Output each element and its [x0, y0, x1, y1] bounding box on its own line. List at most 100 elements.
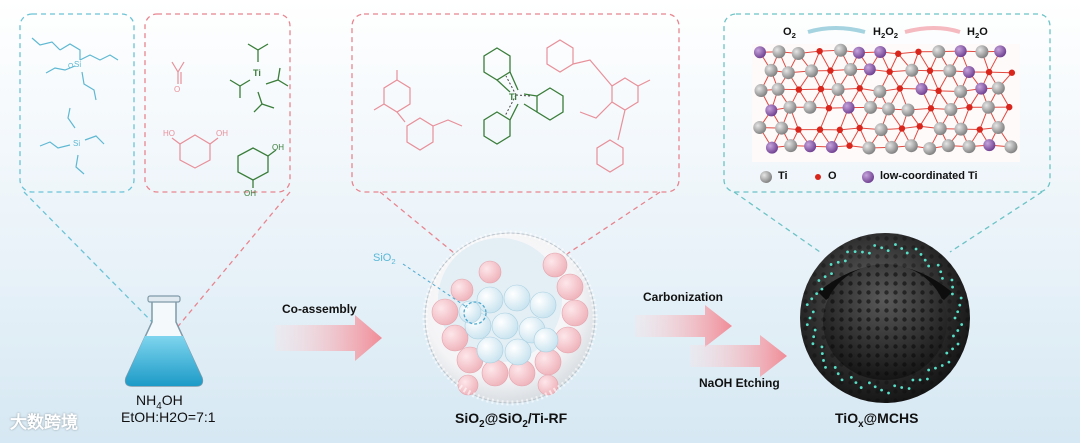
ti-atom: [864, 101, 877, 114]
watermark: 大数跨境: [10, 408, 78, 433]
tiox-particle: [817, 279, 820, 282]
tiox-particle: [948, 361, 951, 364]
ti-atom: [944, 103, 957, 116]
tiox-particle: [919, 379, 922, 382]
o-atom: [826, 105, 832, 111]
tiox-particle: [941, 277, 944, 280]
tiox-particle: [846, 251, 849, 254]
o-atom: [827, 67, 833, 73]
tiox-particle: [887, 392, 890, 395]
svg-text:OH: OH: [272, 143, 284, 152]
tiox-particle: [956, 310, 959, 313]
o-atom: [796, 86, 802, 92]
o-atom: [817, 126, 823, 132]
tiox-particle: [880, 389, 883, 392]
tiox-particle: [821, 288, 824, 291]
tiox-particle: [880, 246, 883, 249]
tiox-particle: [810, 297, 813, 300]
ti-atom: [923, 142, 936, 155]
ti-atom: [753, 121, 766, 134]
o2-label: O2: [783, 26, 796, 40]
tiox-particle: [957, 343, 960, 346]
tiox-particle: [893, 384, 896, 387]
ti-atom: [963, 140, 976, 153]
ti-atom: [834, 44, 847, 57]
ti-atom: [784, 139, 797, 152]
ti-atom: [775, 122, 788, 135]
ti-atom: [844, 63, 857, 76]
tiox-particle: [850, 376, 853, 379]
h2o2-label: H2O2: [873, 26, 898, 40]
low-coordinated-ti-atom: [826, 141, 838, 153]
svg-text:Ti: Ti: [253, 68, 261, 78]
low-coordinated-ti-atom: [853, 47, 865, 59]
low-coordinated-ti-atom: [766, 142, 778, 154]
o-atom: [1009, 70, 1015, 76]
tiox-particle: [951, 293, 954, 296]
ti-atom: [782, 66, 795, 79]
tiox-particle: [906, 252, 909, 255]
ti-atom: [932, 45, 945, 58]
svg-text:O: O: [174, 85, 180, 94]
sio2-tag: SiO2: [373, 252, 396, 266]
tiox-particle: [894, 243, 897, 246]
tiox-particle: [834, 366, 837, 369]
tiox-particle: [927, 369, 930, 372]
sio2-sphere: [425, 233, 595, 403]
svg-text:OH: OH: [244, 189, 256, 198]
o-atom: [895, 51, 901, 57]
o-atom: [795, 126, 801, 132]
ti-atom: [862, 141, 875, 154]
tiox-particle: [861, 251, 864, 254]
tiox-particle: [830, 263, 833, 266]
ti-atom: [882, 102, 895, 115]
tiox-particle: [806, 303, 809, 306]
ti-atom: [942, 139, 955, 152]
flask-ratio-label: EtOH:H2O=7:1: [121, 409, 216, 425]
tiox-particle: [945, 352, 948, 355]
legend-ti: Ti: [778, 170, 788, 182]
low-coordinated-ti-atom: [916, 83, 928, 95]
tiox-particle: [874, 385, 877, 388]
tiox-particle: [951, 279, 954, 282]
ti-atom: [772, 45, 785, 58]
tiox-particle: [822, 359, 825, 362]
tiox-particle: [868, 252, 871, 255]
ti-atom: [772, 83, 785, 96]
ti-atom: [975, 45, 988, 58]
low-coordinated-ti-atom: [765, 104, 777, 116]
tiox-particle: [960, 297, 963, 300]
hollow-carbon-sphere: [800, 233, 970, 403]
o-atom: [928, 105, 934, 111]
o-atom: [986, 69, 992, 75]
h2o-label: H2O: [967, 26, 988, 40]
tiox-particle: [812, 310, 815, 313]
o-atom: [915, 49, 921, 55]
ti-atom: [885, 141, 898, 154]
legend-low-coordinated-ti: low-coordinated Ti: [880, 170, 978, 182]
tiox-particle: [908, 387, 911, 390]
o-atom: [886, 69, 892, 75]
ti-atom: [905, 139, 918, 152]
tiox-particle: [937, 264, 940, 267]
low-coordinated-ti-atom: [963, 66, 975, 78]
tiox-particle: [958, 304, 961, 307]
tiox-particle: [952, 335, 955, 338]
svg-text:Ti: Ti: [509, 92, 517, 102]
ti-atom: [754, 84, 767, 97]
ti-atom: [873, 85, 886, 98]
tiox-particle: [960, 323, 963, 326]
low-coordinated-ti-legend-icon: [862, 171, 874, 183]
tiox-particle: [806, 323, 809, 326]
low-coordinated-ti-atom: [955, 45, 967, 57]
tiox-particle: [954, 317, 957, 320]
o-atom: [917, 123, 923, 129]
low-coordinated-ti-atom: [864, 63, 876, 75]
low-coordinated-ti-atom: [983, 139, 995, 151]
o-atom: [846, 143, 852, 149]
tiox-particle: [809, 317, 812, 320]
o-atom: [856, 125, 862, 131]
naoh-etching-label: NaOH Etching: [699, 376, 780, 390]
tiox-particle: [830, 272, 833, 275]
